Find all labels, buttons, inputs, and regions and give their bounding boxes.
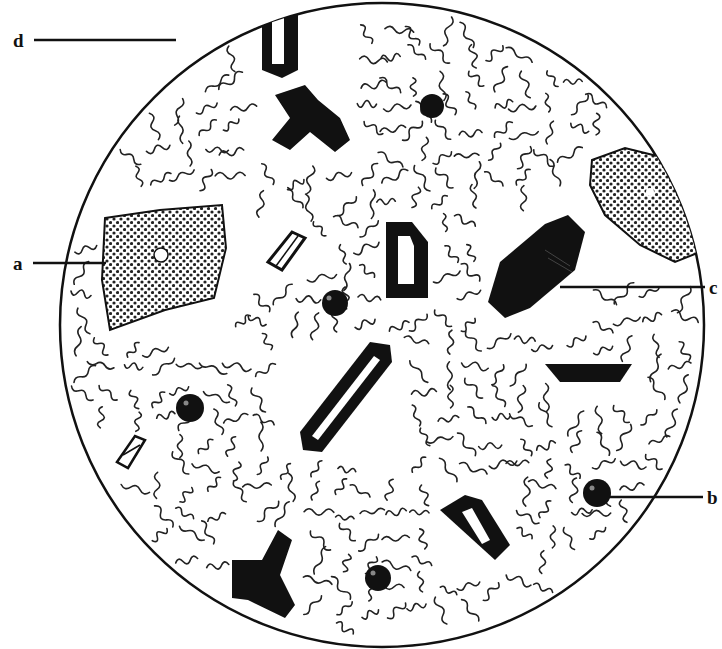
crystal-group bbox=[102, 0, 705, 618]
mineral-grain bbox=[102, 205, 226, 330]
prism-crystal bbox=[440, 495, 510, 560]
callout-letter: b bbox=[706, 488, 719, 507]
tabular-crystal bbox=[545, 364, 632, 382]
twin-crystal bbox=[232, 530, 295, 618]
prism-crystal bbox=[268, 232, 305, 270]
prism-crystal bbox=[262, 0, 298, 78]
callout-letter: c bbox=[708, 278, 718, 297]
twin-crystal bbox=[272, 85, 350, 152]
spherule-group bbox=[176, 94, 611, 591]
fibre-group bbox=[71, 17, 698, 634]
d-crystal bbox=[386, 222, 428, 298]
leader-lines bbox=[33, 40, 705, 497]
callout-letter: a bbox=[12, 254, 24, 273]
hexagonal-crystal bbox=[488, 215, 585, 318]
mineral-grain bbox=[590, 148, 705, 262]
crystal-highlight bbox=[272, 2, 284, 64]
spherule-speck-group bbox=[184, 296, 595, 576]
prism-crystal bbox=[300, 342, 392, 452]
callout-letter: d bbox=[12, 31, 25, 50]
grain-pore bbox=[646, 188, 654, 196]
field-of-view bbox=[60, 3, 704, 647]
fibre-squiggles bbox=[71, 17, 698, 634]
prism-crystal bbox=[117, 436, 145, 468]
grain-pore bbox=[154, 248, 168, 262]
